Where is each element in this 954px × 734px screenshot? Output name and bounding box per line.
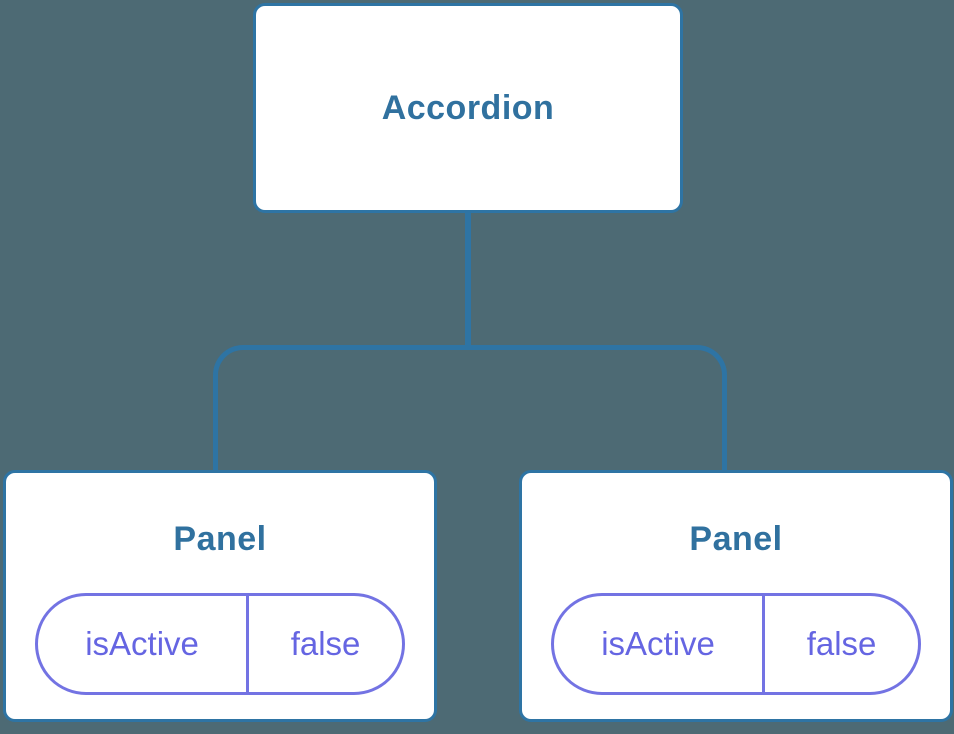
panel-right-state-value: false	[806, 625, 877, 662]
panel-right-state-name: isActive	[554, 596, 766, 692]
panel-left-state-name: isActive	[38, 596, 250, 692]
connector-stem	[465, 211, 471, 347]
panel-left-label: Panel	[173, 520, 267, 558]
panel-right-state-pill: isActive false	[551, 593, 921, 695]
panel-left-state-pill: isActive false	[35, 593, 405, 695]
accordion-node: Accordion	[253, 3, 683, 213]
accordion-node-label: Accordion	[381, 88, 555, 127]
panel-node-left: Panel isActive false	[3, 470, 437, 722]
connector-branch	[213, 345, 727, 472]
panel-node-right: Panel isActive false	[519, 470, 953, 722]
panel-right-label: Panel	[689, 520, 783, 558]
panel-left-state-value: false	[290, 625, 361, 662]
